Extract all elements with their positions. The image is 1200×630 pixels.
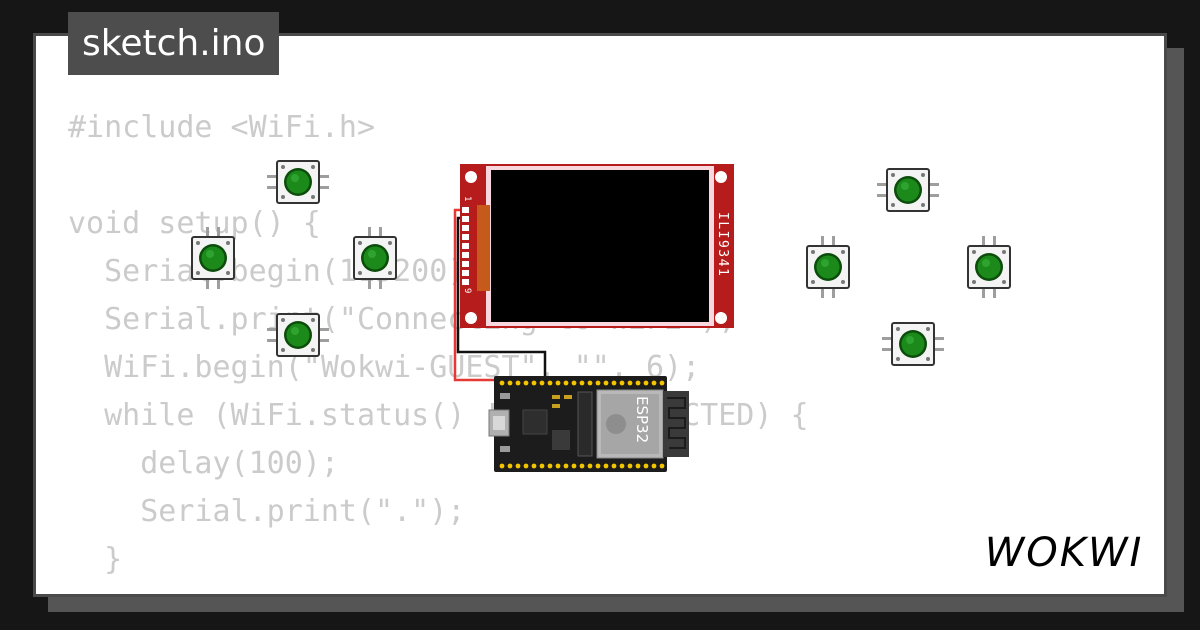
display-pin-last-label: 9 bbox=[462, 288, 472, 293]
pushbutton[interactable] bbox=[191, 226, 235, 290]
pushbutton[interactable] bbox=[881, 322, 945, 366]
pushbutton[interactable] bbox=[876, 168, 940, 212]
pushbutton[interactable] bbox=[266, 313, 330, 357]
code-line: Serial.print("."); bbox=[68, 494, 466, 529]
ili9341-display[interactable]: 1 9 ILI9341 bbox=[460, 164, 734, 328]
code-line: void setup() { bbox=[68, 206, 321, 241]
code-line: Serial.println(" Connected!"); bbox=[68, 584, 809, 594]
pushbutton[interactable] bbox=[806, 235, 850, 299]
wokwi-logo: WOKWI bbox=[978, 528, 1150, 576]
code-line: #include <WiFi.h> bbox=[68, 110, 376, 145]
code-line: } bbox=[68, 542, 123, 577]
esp32-module-label: ESP32 bbox=[633, 396, 651, 443]
pushbutton[interactable] bbox=[266, 160, 330, 204]
logo-text: WOKWI bbox=[985, 530, 1144, 574]
wire-black bbox=[456, 216, 547, 392]
code-line: delay(100); bbox=[68, 446, 339, 481]
file-tab[interactable]: sketch.ino bbox=[68, 12, 280, 75]
display-model-label: ILI9341 bbox=[715, 212, 730, 277]
code-line: Serial.begin(115200); bbox=[68, 254, 484, 289]
wokwi-logo-mark: WOKWI bbox=[985, 530, 1144, 576]
display-pin-first-label: 1 bbox=[462, 196, 472, 201]
pushbutton[interactable] bbox=[967, 235, 1011, 299]
pushbutton[interactable] bbox=[353, 226, 397, 290]
esp32-board[interactable]: ESP32 bbox=[488, 376, 689, 472]
